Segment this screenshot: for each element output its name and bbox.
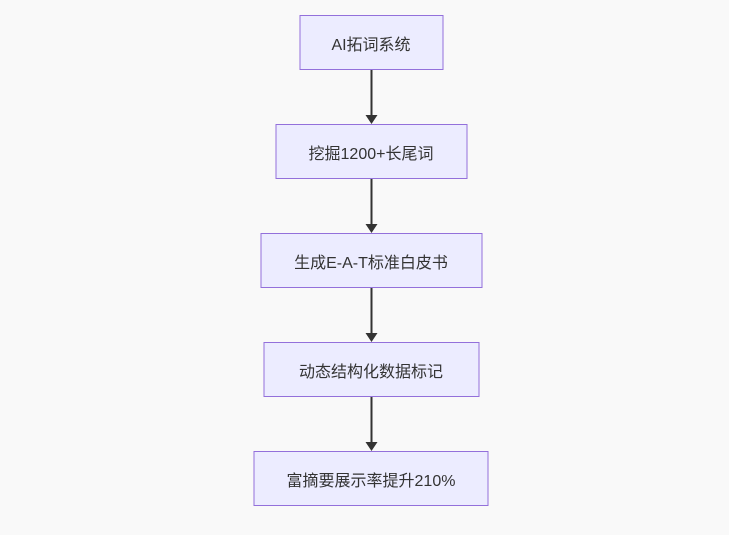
arrowhead-icon — [365, 333, 377, 342]
arrow-line — [370, 70, 372, 115]
arrow-down-icon — [365, 288, 377, 342]
arrowhead-icon — [365, 442, 377, 451]
flow-node-ai-word-expansion-system: AI拓词系统 — [299, 15, 443, 70]
node-label: 挖掘1200+长尾词 — [308, 145, 434, 163]
arrow-line — [370, 397, 372, 442]
arrow-line — [370, 179, 372, 224]
flow-node-structured-data-markup: 动态结构化数据标记 — [263, 342, 479, 397]
flowchart-column: AI拓词系统 挖掘1200+长尾词 生成E-A-T标准白皮书 动态结构化数据标记 — [253, 0, 489, 506]
node-label: 富摘要展示率提升210% — [286, 472, 456, 490]
flow-node-eat-whitepaper: 生成E-A-T标准白皮书 — [260, 233, 482, 288]
flow-node-longtail-keywords: 挖掘1200+长尾词 — [275, 124, 467, 179]
arrowhead-icon — [365, 115, 377, 124]
arrowhead-icon — [365, 224, 377, 233]
node-label: 动态结构化数据标记 — [298, 363, 443, 381]
arrow-down-icon — [365, 70, 377, 124]
arrow-line — [370, 288, 372, 333]
flow-node-rich-snippet-rate: 富摘要展示率提升210% — [253, 451, 489, 506]
arrow-down-icon — [365, 179, 377, 233]
node-label: 生成E-A-T标准白皮书 — [294, 254, 448, 272]
node-label: AI拓词系统 — [331, 36, 411, 54]
arrow-down-icon — [365, 397, 377, 451]
